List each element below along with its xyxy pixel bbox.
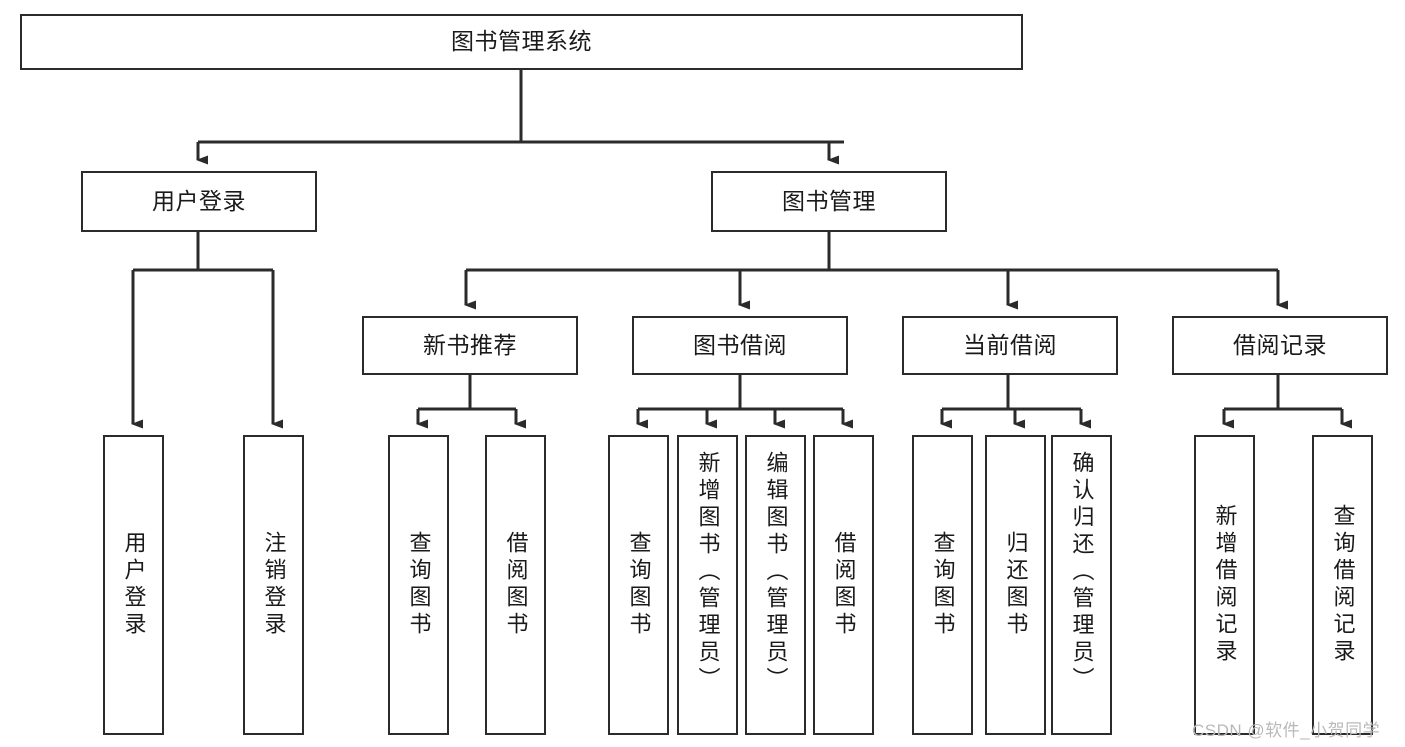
node-leaf-return-book[interactable]: 归还图书 xyxy=(985,435,1046,735)
node-leaf-add-borrow-record[interactable]: 新增借阅记录 xyxy=(1194,435,1255,735)
node-new-book-recommend[interactable]: 新书推荐 xyxy=(362,316,578,375)
node-new-book-recommend-label: 新书推荐 xyxy=(423,331,517,358)
node-leaf-query-borrow-record[interactable]: 查询借阅记录 xyxy=(1312,435,1373,735)
node-leaf-return-book-label: 归还图书 xyxy=(1003,531,1029,639)
node-leaf-query-book-rec-label: 查询图书 xyxy=(406,531,432,639)
node-leaf-query-book-borrow-label: 查询图书 xyxy=(626,531,652,639)
node-book-borrow[interactable]: 图书借阅 xyxy=(632,316,848,375)
node-leaf-confirm-return-admin[interactable]: 确认归还（管理员） xyxy=(1051,435,1112,735)
node-root[interactable]: 图书管理系统 xyxy=(20,14,1023,70)
node-user-login[interactable]: 用户登录 xyxy=(81,171,317,232)
node-leaf-confirm-return-admin-label: 确认归还（管理员） xyxy=(1069,451,1095,694)
node-leaf-borrow-book-rec[interactable]: 借阅图书 xyxy=(485,435,546,735)
node-leaf-query-book-cur-label: 查询图书 xyxy=(930,531,956,639)
node-leaf-edit-book-admin[interactable]: 编辑图书（管理员） xyxy=(745,435,806,735)
node-user-login-label: 用户登录 xyxy=(152,187,246,214)
node-leaf-query-book-cur[interactable]: 查询图书 xyxy=(912,435,973,735)
node-leaf-user-logout-label: 注销登录 xyxy=(261,531,287,639)
node-leaf-add-book-admin[interactable]: 新增图书（管理员） xyxy=(677,435,738,735)
node-leaf-add-borrow-record-label: 新增借阅记录 xyxy=(1212,504,1238,666)
node-leaf-user-login[interactable]: 用户登录 xyxy=(103,435,164,735)
node-book-manage-label: 图书管理 xyxy=(782,187,876,214)
node-leaf-user-login-label: 用户登录 xyxy=(121,531,147,639)
node-leaf-edit-book-admin-label: 编辑图书（管理员） xyxy=(763,451,789,694)
node-borrow-record[interactable]: 借阅记录 xyxy=(1172,316,1388,375)
node-leaf-borrow-book-rec-label: 借阅图书 xyxy=(503,531,529,639)
node-borrow-record-label: 借阅记录 xyxy=(1233,331,1327,358)
node-root-label: 图书管理系统 xyxy=(451,28,592,55)
node-book-borrow-label: 图书借阅 xyxy=(693,331,787,358)
node-leaf-query-book-rec[interactable]: 查询图书 xyxy=(388,435,449,735)
node-leaf-add-book-admin-label: 新增图书（管理员） xyxy=(695,451,721,694)
node-leaf-borrow-book[interactable]: 借阅图书 xyxy=(813,435,874,735)
node-leaf-query-book-borrow[interactable]: 查询图书 xyxy=(608,435,669,735)
node-leaf-query-borrow-record-label: 查询借阅记录 xyxy=(1330,504,1356,666)
node-current-borrow-label: 当前借阅 xyxy=(963,331,1057,358)
node-leaf-borrow-book-label: 借阅图书 xyxy=(831,531,857,639)
csdn-watermark: CSDN @软件_小贺同学 xyxy=(1192,721,1381,740)
node-leaf-user-logout[interactable]: 注销登录 xyxy=(243,435,304,735)
node-current-borrow[interactable]: 当前借阅 xyxy=(902,316,1118,375)
node-book-manage[interactable]: 图书管理 xyxy=(711,171,947,232)
